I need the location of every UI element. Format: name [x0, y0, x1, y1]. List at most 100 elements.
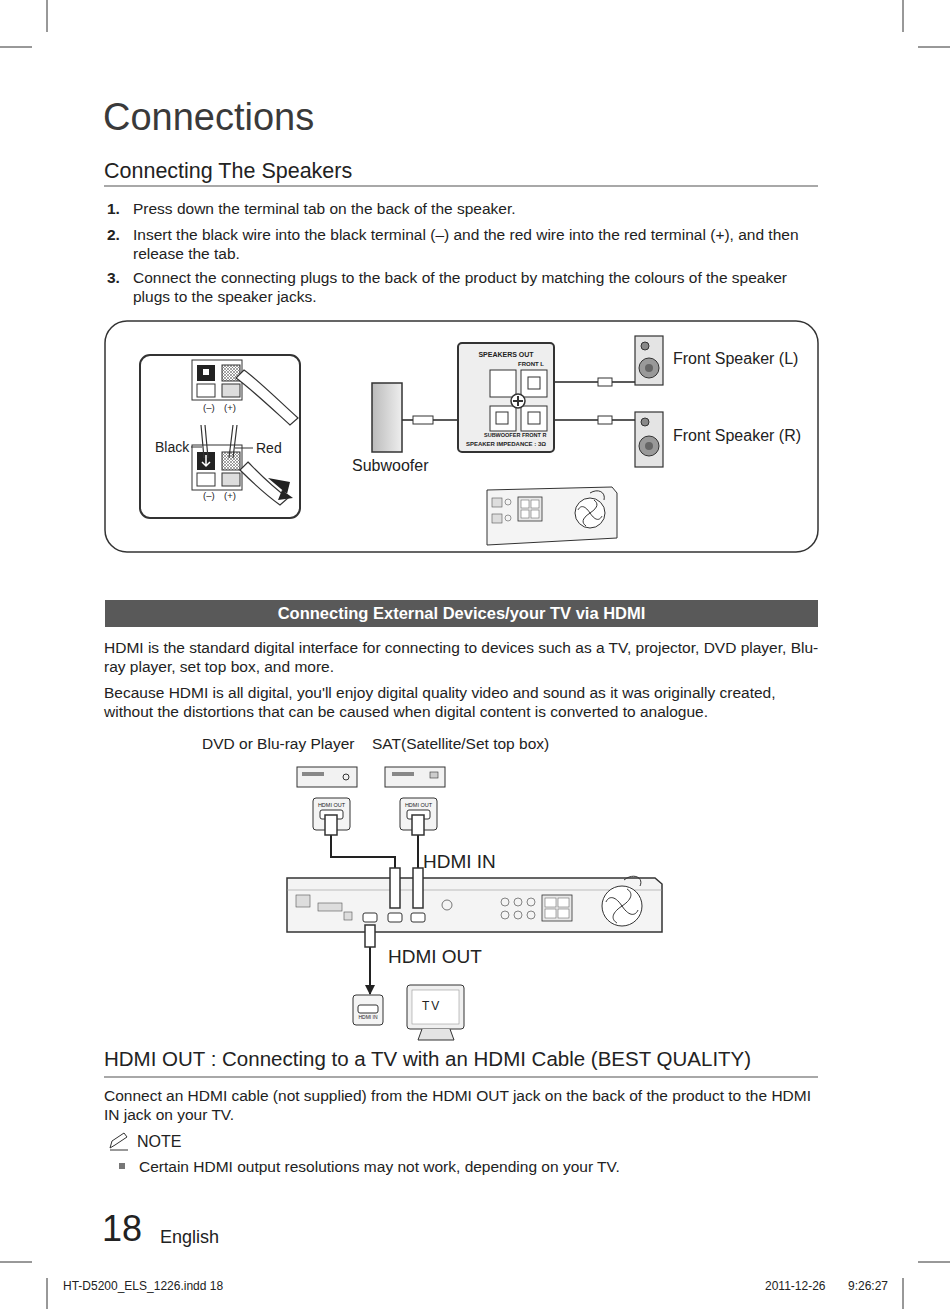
receiver-back-large	[501, 898, 509, 906]
receiver-back-large	[411, 913, 425, 922]
section-band: Connecting External Devices/your TV via …	[105, 600, 818, 627]
subwoofer-drawing	[372, 383, 402, 452]
hdmi-devices	[392, 772, 414, 776]
note-icon	[110, 1150, 128, 1151]
crop-marks	[0, 47, 32, 48]
speakers-out-panel	[458, 343, 554, 452]
terminal-inset	[197, 473, 215, 486]
device-label: DVD or Blu-ray Player	[202, 735, 354, 754]
receiver-back-large	[558, 909, 569, 918]
receiver-back-large	[390, 868, 400, 908]
tv-drawing	[407, 985, 464, 1029]
note-icon	[110, 1133, 128, 1150]
terminal-inset	[235, 448, 253, 449]
crop-marks	[47, 1278, 48, 1309]
front-speakers	[598, 336, 663, 467]
receiver-back-small	[492, 514, 502, 523]
step-number: 2.	[107, 225, 120, 244]
speakers-out-panel	[490, 370, 516, 397]
receiver-back-large	[287, 868, 662, 947]
speakers-out-panel	[511, 394, 525, 408]
front-speakers	[645, 442, 653, 450]
speakers-out-panel	[458, 343, 554, 452]
speaker-label: Front Speaker (L)	[673, 349, 798, 368]
terminal-inset	[192, 445, 242, 490]
receiver-back-small	[487, 487, 617, 545]
port-label: HDMI IN	[353, 1014, 383, 1020]
receiver-back-large	[363, 913, 377, 922]
hdmi-devices	[385, 767, 445, 787]
terminal-inset	[203, 369, 209, 375]
hdmi-devices	[325, 815, 337, 835]
step-number: 3.	[107, 268, 120, 287]
terminal-inset	[197, 384, 215, 397]
subwoofer-drawing	[413, 416, 433, 424]
front-speakers	[635, 336, 663, 385]
crop-marks	[903, 0, 904, 32]
panel-text: SPEAKER IMPEDANCE : 3Ω	[458, 441, 554, 448]
front-speakers	[635, 412, 663, 467]
jack-label: HDMI OUT	[388, 946, 482, 969]
tv-label: TV	[422, 999, 441, 1013]
terminal-sign: (+)	[224, 490, 236, 501]
terminal-inset	[140, 355, 300, 518]
receiver-back-large	[606, 889, 638, 923]
hdmi-devices	[430, 772, 438, 778]
print-slug: 2011-12-26	[765, 1279, 826, 1294]
terminal-inset	[222, 384, 240, 397]
source-device: DVD or Blu-ray PlayerHDMI OUT	[200, 735, 362, 832]
step-text: Connect the connecting plugs to the back…	[133, 268, 823, 306]
front-speakers	[598, 378, 612, 386]
receiver-back-large	[527, 911, 535, 919]
step-text: Insert the black wire into the black ter…	[133, 225, 823, 263]
terminal-inset	[192, 360, 242, 400]
front-speakers	[639, 436, 659, 456]
receiver-back-large	[558, 898, 569, 907]
page-language: English	[160, 1226, 219, 1248]
terminal-inset: (–)(+)BlackRed(–)(+)	[140, 355, 300, 518]
tv-drawing	[353, 995, 383, 1025]
receiver-back-small	[590, 491, 604, 500]
receiver-back-large	[344, 912, 352, 920]
terminal-sign: (–)	[203, 402, 215, 413]
crop-marks	[0, 1262, 32, 1263]
print-slug: 9:26:27	[848, 1279, 888, 1294]
body-paragraph: Because HDMI is all digital, you'll enjo…	[104, 683, 820, 721]
step-number: 1.	[107, 199, 120, 218]
hdmi-cable	[331, 832, 395, 878]
receiver-back-small	[487, 487, 617, 545]
body-paragraph: HDMI is the standard digital interface f…	[104, 638, 820, 676]
receiver-back-large	[624, 876, 641, 886]
terminal-inset	[197, 365, 215, 381]
speakers-out-panel	[528, 412, 540, 424]
receiver-back-large	[527, 898, 535, 906]
jack-label: HDMI IN	[423, 851, 496, 874]
hdmi-devices	[297, 767, 357, 787]
hdmi-devices	[343, 774, 349, 780]
panel-text: FRONT L	[518, 361, 544, 368]
receiver-back-large	[365, 925, 375, 947]
wire-label: Black	[155, 439, 189, 456]
terminal-inset	[202, 455, 210, 466]
speakers-out-panel	[528, 377, 540, 389]
hdmi-devices	[302, 772, 324, 776]
speakers-out-panel	[513, 396, 523, 406]
section-heading: Connecting The Speakers	[104, 158, 352, 184]
terminal-sign: (–)	[203, 490, 215, 501]
receiver-back-large	[318, 903, 342, 911]
front-speakers	[641, 418, 649, 426]
front-speaker: Front Speaker (L)	[635, 336, 663, 385]
band-title: Connecting External Devices/your TV via …	[105, 600, 818, 627]
front-speaker: Front Speaker (R)	[635, 412, 663, 467]
terminal-inset	[197, 452, 215, 470]
tv-drawing	[353, 985, 464, 1040]
receiver-back-small	[531, 510, 539, 518]
hdmi-devices	[297, 767, 445, 835]
tv-drawing	[358, 1005, 378, 1013]
receiver-back-large	[545, 898, 556, 907]
note-heading: NOTE	[137, 1132, 181, 1152]
speakers-out-panel	[521, 406, 547, 431]
receiver-back-large	[287, 890, 662, 891]
receiver-back-small	[531, 500, 539, 508]
